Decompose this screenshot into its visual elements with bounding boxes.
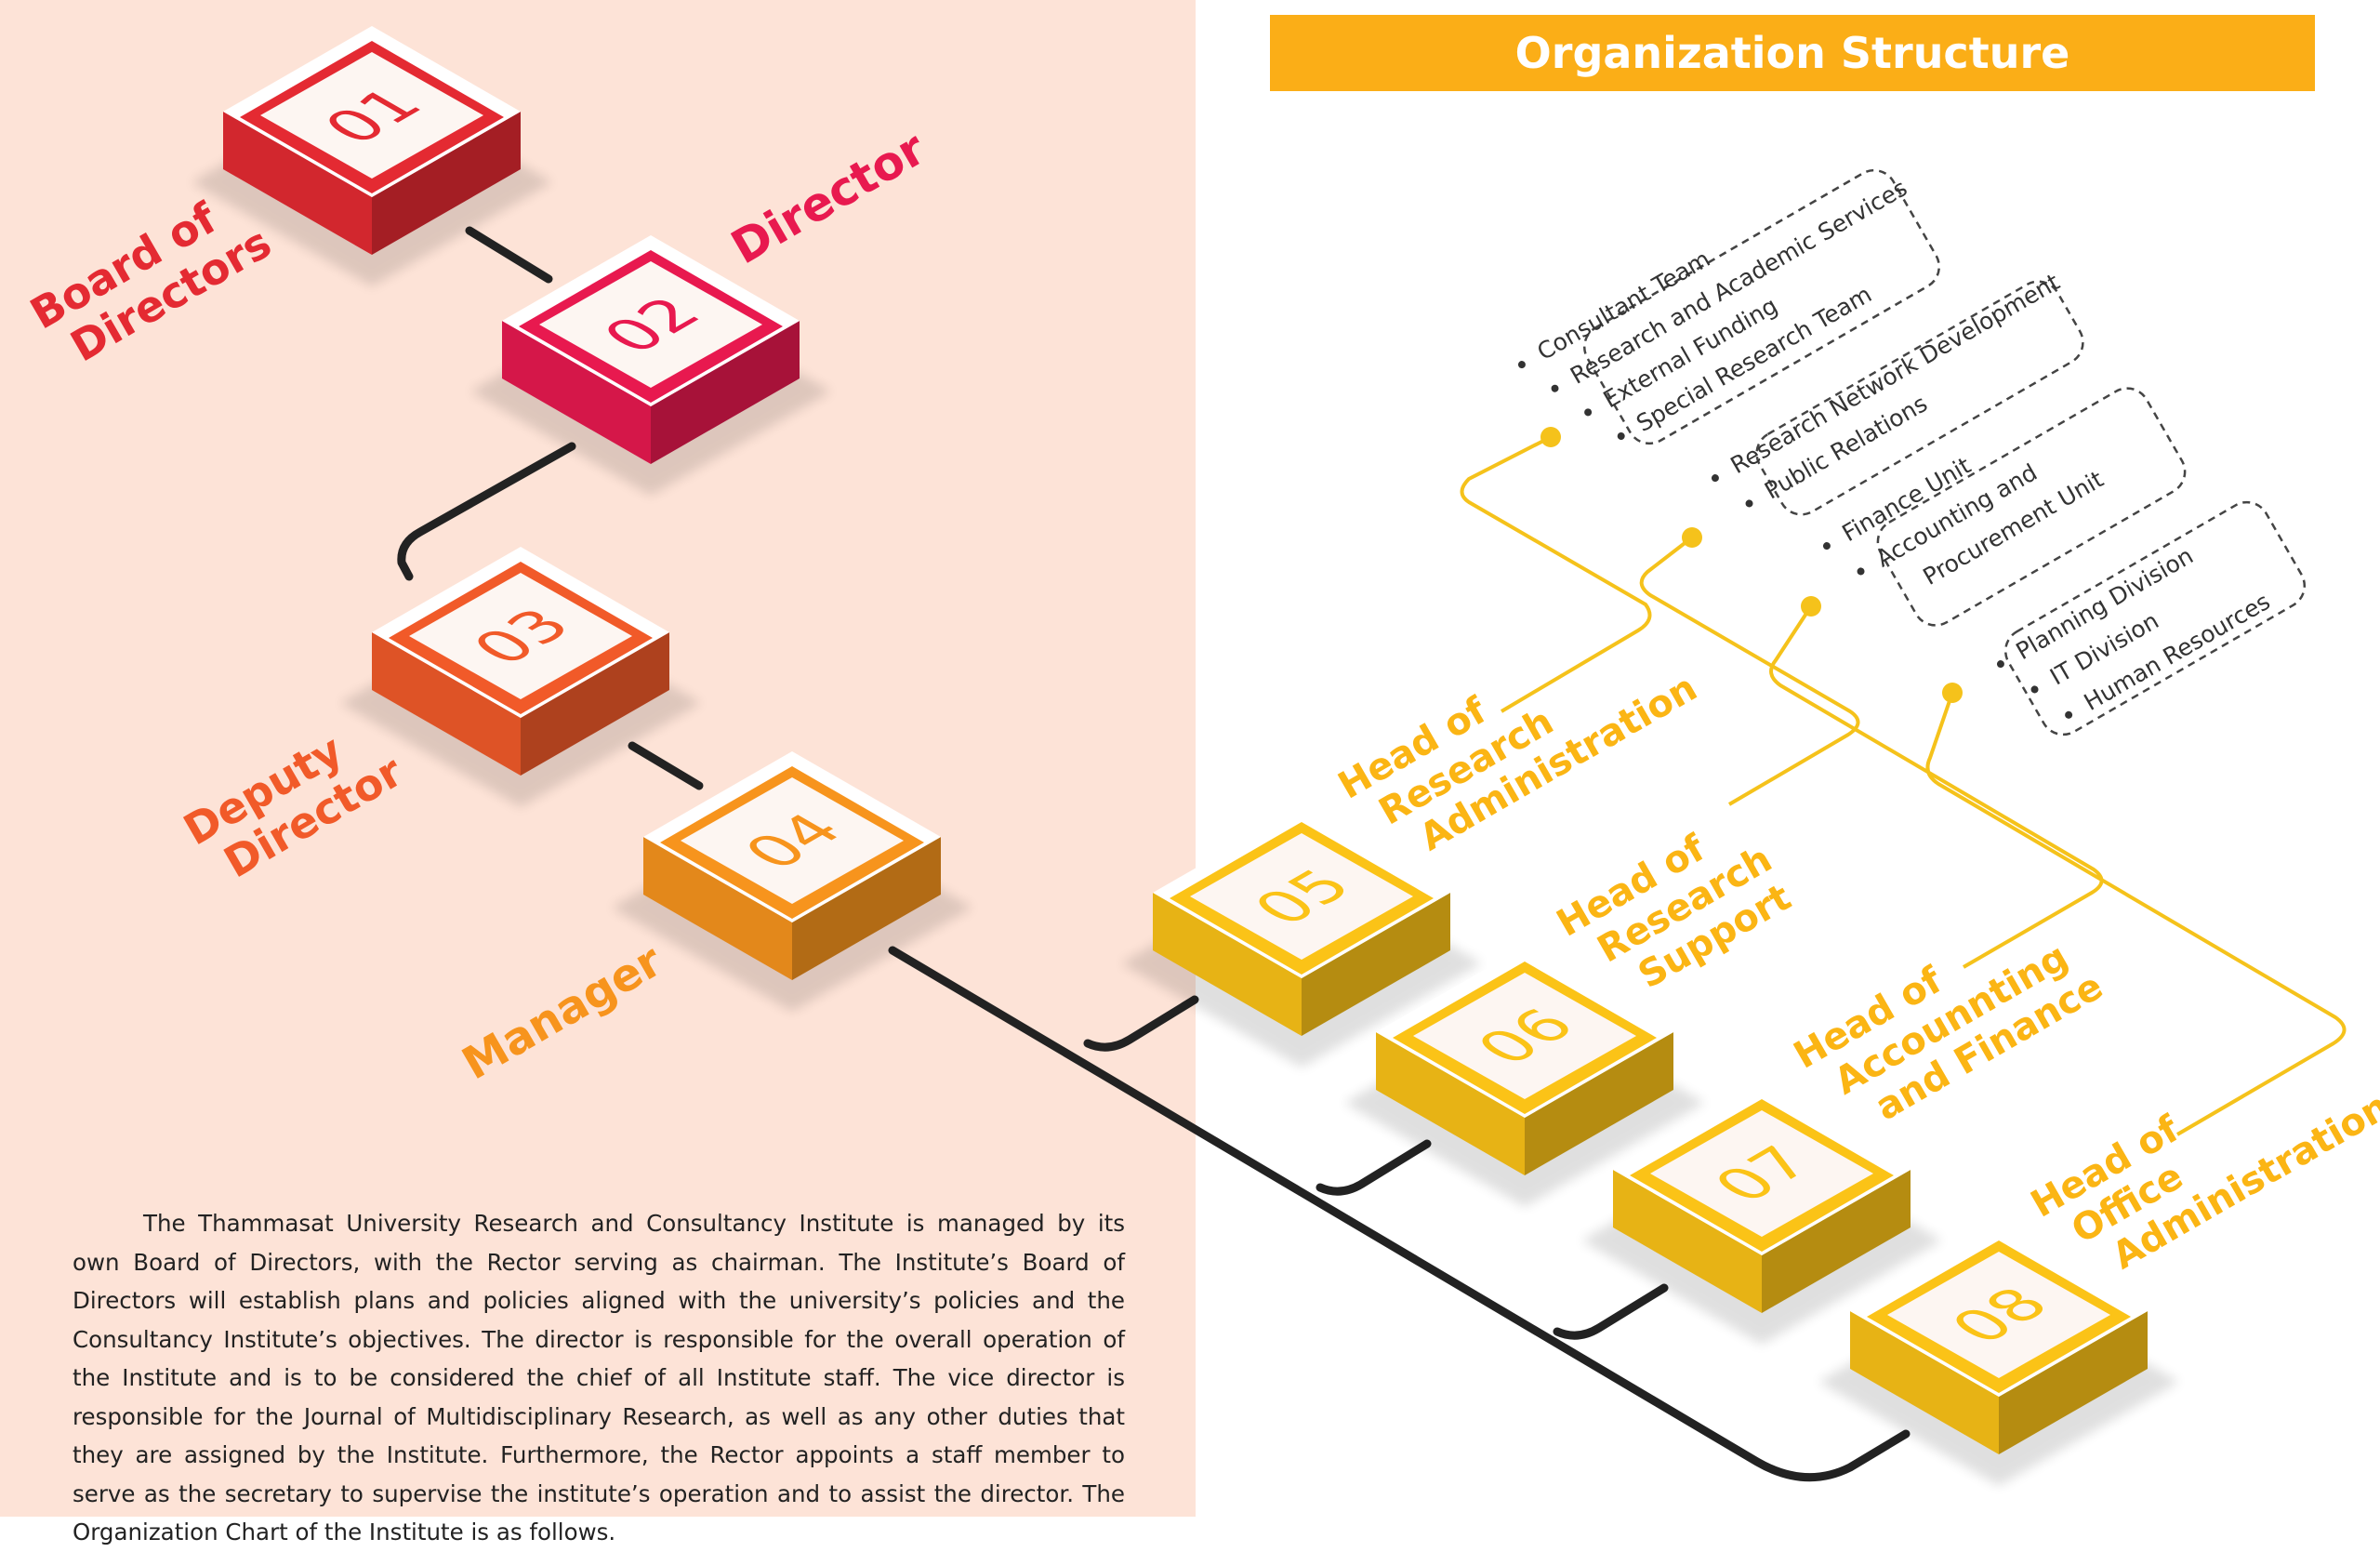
label-head-research-administration: Head of Research Administration	[1331, 592, 1704, 882]
unit-dot-07	[1801, 596, 1821, 617]
unit-connector-05	[1462, 437, 1650, 711]
connector-branch-06	[1320, 1144, 1427, 1191]
connector-01-02	[469, 231, 549, 279]
connector-branch-07	[1557, 1288, 1664, 1335]
connector-03-04	[632, 746, 699, 786]
unit-dot-08	[1942, 683, 1963, 703]
unit-dot-05	[1540, 427, 1561, 447]
label-deputy-director: Deputy Director	[176, 704, 412, 897]
connector-branch-05	[1088, 1000, 1195, 1047]
unit-dot-06	[1682, 527, 1702, 548]
label-director: Director	[722, 121, 934, 274]
intro-paragraph: The Thammasat University Research and Co…	[73, 1204, 1125, 1552]
label-head-office-administration: Head of Office Administration	[2024, 1011, 2380, 1300]
label-head-accounting-finance: Head of Accounnting and Finance	[1787, 891, 2110, 1151]
label-manager: Manager	[454, 935, 671, 1090]
block-02: 02	[470, 235, 831, 496]
connector-02-03	[402, 446, 572, 577]
